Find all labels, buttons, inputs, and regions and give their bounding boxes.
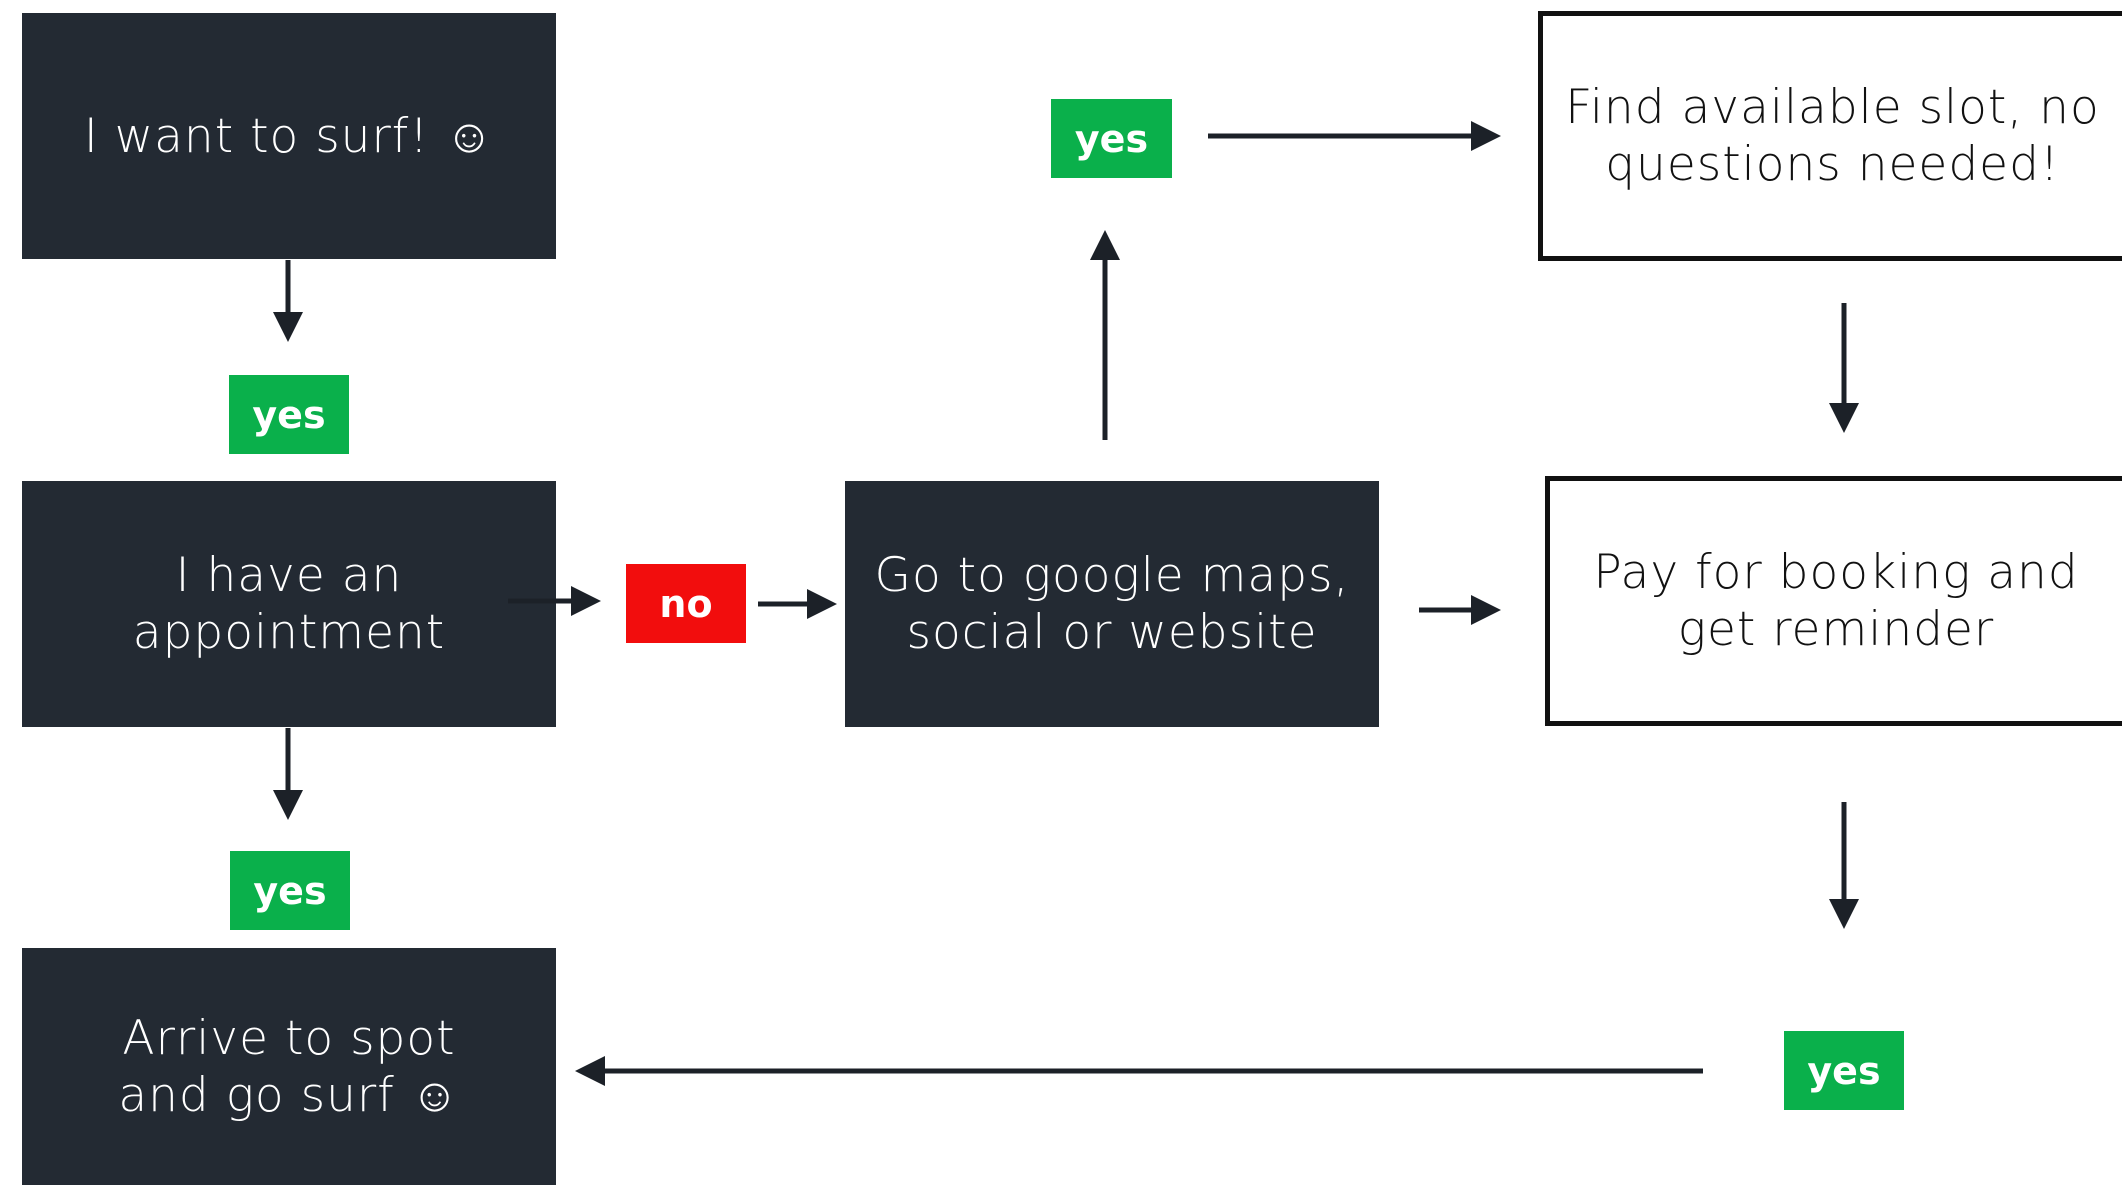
- node-have-appointment-label: I have an appointment: [132, 548, 446, 660]
- badge-yes-above-maps: yes: [1051, 99, 1172, 178]
- badge-yes-after-pay-label: yes: [1807, 1048, 1881, 1093]
- node-pay-booking: Pay for booking and get reminder: [1545, 476, 2122, 726]
- badge-yes-after-want-label: yes: [252, 392, 326, 437]
- badge-yes-above-maps-label: yes: [1074, 116, 1149, 161]
- node-go-to-maps: Go to google maps, social or website: [845, 481, 1379, 727]
- badge-no-after-appointment: no: [626, 564, 746, 643]
- node-want-to-surf-label: I want to surf! ☺: [83, 108, 495, 164]
- node-go-to-maps-label: Go to google maps, social or website: [874, 548, 1350, 660]
- node-pay-booking-label: Pay for booking and get reminder: [1593, 545, 2079, 657]
- node-find-slot: Find available slot, no questions needed…: [1538, 11, 2122, 261]
- node-arrive-and-surf-label: Arrive to spot and go surf ☺: [118, 1010, 460, 1123]
- badge-yes-after-want: yes: [229, 375, 349, 454]
- node-arrive-and-surf: Arrive to spot and go surf ☺: [22, 948, 556, 1185]
- badge-yes-after-pay: yes: [1784, 1031, 1904, 1110]
- node-want-to-surf: I want to surf! ☺: [22, 13, 556, 259]
- badge-yes-after-appointment-label: yes: [253, 868, 327, 913]
- badge-no-after-appointment-label: no: [659, 581, 713, 626]
- badge-yes-after-appointment: yes: [230, 851, 350, 930]
- node-find-slot-label: Find available slot, no questions needed…: [1565, 80, 2100, 192]
- node-have-appointment: I have an appointment: [22, 481, 556, 727]
